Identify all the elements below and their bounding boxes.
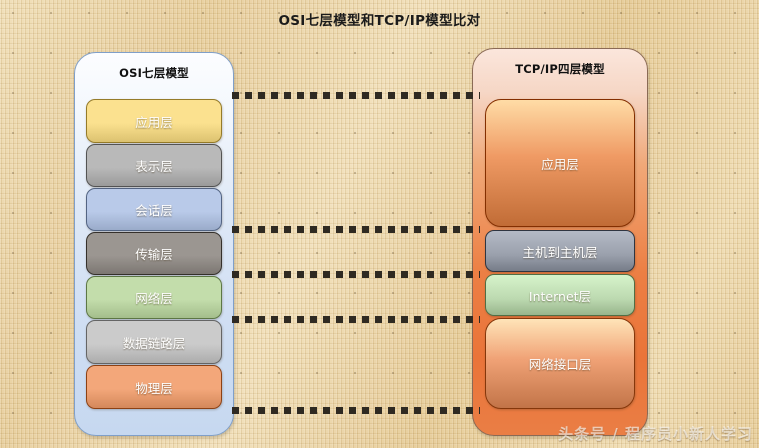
osi-layer-1: 应用层 [86, 99, 222, 143]
osi-model-panel: OSI七层模型 应用层表示层会话层传输层网络层数据链路层物理层 [74, 52, 234, 436]
osi-layer-5: 网络层 [86, 276, 222, 319]
tcpip-layer-2: 主机到主机层 [485, 230, 635, 272]
connector-transport-network [232, 271, 480, 278]
osi-panel-header: OSI七层模型 [119, 66, 189, 80]
osi-layer-3: 会话层 [86, 188, 222, 231]
tcpip-panel-header: TCP/IP四层模型 [515, 62, 605, 76]
osi-layer-4: 传输层 [86, 232, 222, 275]
watermark: 头条号 / 程序员小新人学习 [558, 425, 753, 443]
osi-layer-6: 数据链路层 [86, 320, 222, 364]
tcpip-layer-1: 应用层 [485, 99, 635, 227]
osi-layer-7: 物理层 [86, 365, 222, 409]
connector-network-datalink [232, 316, 480, 323]
tcpip-layer-3: Internet层 [485, 274, 635, 316]
tcpip-layer-4: 网络接口层 [485, 318, 635, 409]
page-title: OSI七层模型和TCP/IP模型比对 [278, 13, 481, 29]
connector-session-transport [232, 226, 480, 233]
connector-application-top [232, 92, 480, 99]
connector-physical-bottom [232, 407, 480, 414]
osi-layer-2: 表示层 [86, 144, 222, 187]
